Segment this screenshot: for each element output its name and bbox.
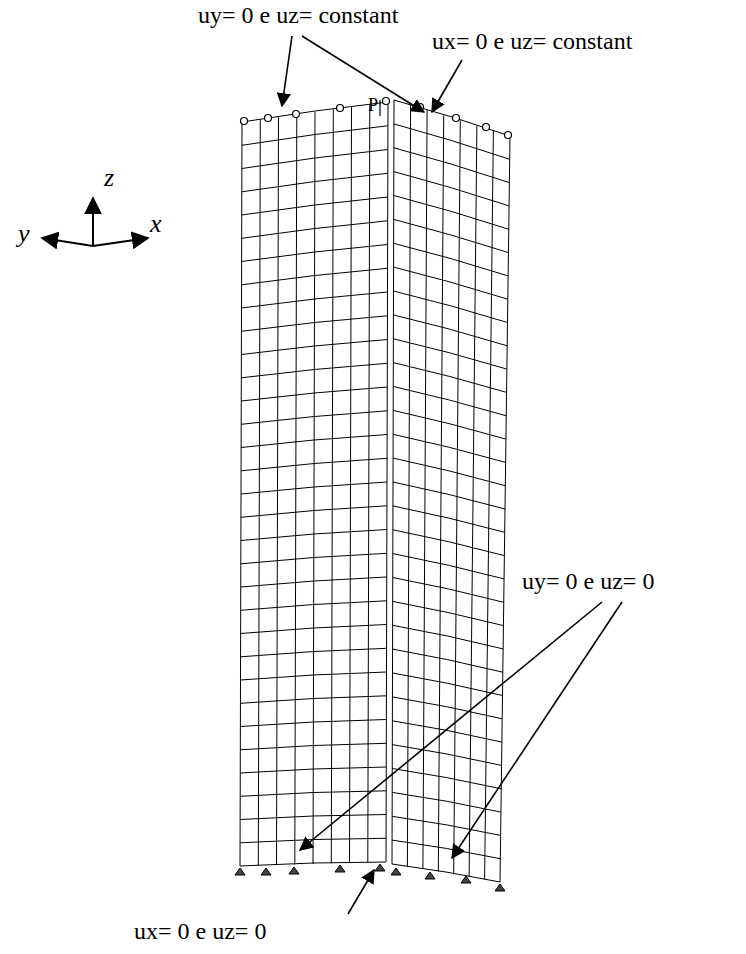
support-roller <box>241 118 248 125</box>
leader-line <box>300 602 602 850</box>
axis-label: y <box>16 220 32 249</box>
support-roller <box>337 105 344 112</box>
support-pin <box>261 868 271 875</box>
axis-arrow <box>93 238 148 246</box>
support-pin <box>425 872 435 879</box>
support-pin <box>289 867 299 874</box>
axis-arrow <box>92 198 94 246</box>
leader-line <box>432 60 462 112</box>
support-pin <box>235 868 245 875</box>
support-pin <box>375 864 385 871</box>
support-roller <box>383 98 390 105</box>
support-roller <box>293 111 300 118</box>
boundary-condition: uy= 0 e uz= constant <box>196 2 400 28</box>
support-pin <box>495 884 505 891</box>
support-roller <box>453 115 460 122</box>
leader-line <box>452 602 622 858</box>
boundary-condition: ux= 0 e uz= constant <box>430 28 634 54</box>
support-pin <box>335 865 345 872</box>
load-label: P <box>366 96 380 116</box>
mesh-grid <box>240 100 510 882</box>
support-pin <box>461 876 471 883</box>
load-line <box>379 100 380 116</box>
leader-lines <box>282 36 622 914</box>
boundary-condition: uy= 0 e uz= 0 <box>520 568 656 594</box>
support-symbols <box>235 98 512 892</box>
axis-arrow <box>42 238 93 246</box>
axis-label: z <box>102 164 116 193</box>
support-roller <box>483 124 490 131</box>
axis-arrows <box>42 198 148 246</box>
leader-line <box>282 36 292 106</box>
axis-label: x <box>148 210 164 239</box>
leader-line <box>302 36 424 112</box>
support-roller <box>265 115 272 122</box>
support-roller <box>505 132 512 139</box>
leader-line <box>348 870 374 914</box>
boundary-condition: ux= 0 e uz= 0 <box>132 918 268 944</box>
support-pin <box>391 868 401 875</box>
fe-mesh <box>240 100 510 882</box>
